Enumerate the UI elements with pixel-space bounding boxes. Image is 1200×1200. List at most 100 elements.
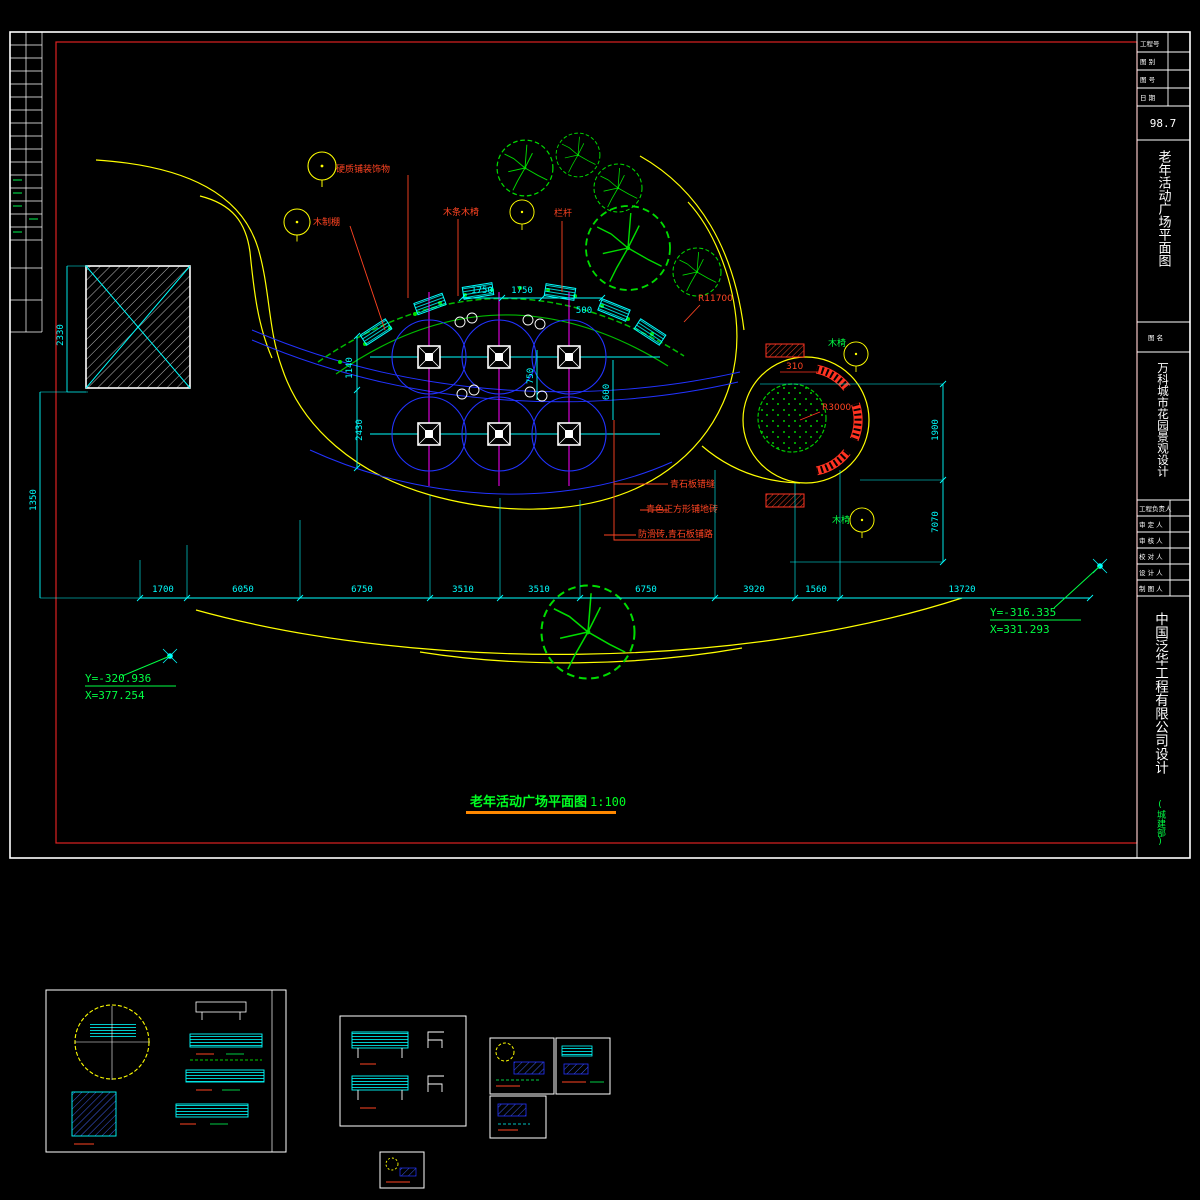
date-label: 日 期 [1140, 94, 1156, 102]
detail-sheet-6 [379, 1151, 425, 1189]
bench-red [765, 343, 805, 358]
role-row: 审 核 人 [1139, 536, 1163, 545]
column [417, 422, 441, 446]
dim-value: 6750 [635, 585, 657, 595]
label-wood-shed: 木制棚 [313, 216, 340, 228]
column [557, 422, 581, 446]
coordinate-callouts: Y=-320.936 X=377.254 Y=-316.335 X=331.29… [85, 558, 1108, 702]
dim-value: 1750 [471, 286, 493, 296]
coord-right-y: Y=-316.335 [990, 606, 1056, 619]
company-dept: (城建部) [1155, 800, 1166, 847]
tree-icon [555, 132, 601, 178]
caption-title: 老年活动广场平面图 [469, 794, 587, 810]
dim-value: 500 [576, 306, 592, 316]
label-paving: 硬质铺装饰物 [336, 163, 390, 175]
coord-left-y: Y=-320.936 [85, 672, 151, 685]
pergola [317, 282, 685, 375]
dim-value: 3920 [743, 585, 765, 595]
role-row: 审 定 人 [1139, 520, 1163, 529]
detail-sheet-3 [489, 1037, 555, 1095]
date-value: 98.7 [1150, 117, 1177, 130]
bench [359, 318, 393, 346]
label-radius-small: R3000 [822, 403, 851, 413]
bench-side-view [427, 1075, 444, 1092]
detail-sheet-5 [489, 1095, 547, 1139]
dim-value: 2330 [56, 324, 66, 346]
dim-value: 600 [602, 384, 612, 400]
column [417, 345, 441, 369]
dim-value: 1750 [511, 286, 533, 296]
dim-value: 7070 [931, 511, 941, 533]
tree-icon [585, 205, 671, 291]
dim-value: 1140 [345, 357, 355, 379]
coord-left: Y=-320.936 X=377.254 [85, 648, 178, 702]
circular-plaza [757, 343, 863, 508]
detail-bench-hatch [189, 1033, 263, 1048]
coord-left-x: X=377.254 [85, 689, 145, 702]
dim-value: 750 [526, 368, 536, 384]
label-railing: 栏杆 [554, 207, 572, 219]
small-tree-icon [849, 507, 875, 539]
label-bench-top: 木椅 [828, 337, 846, 349]
tree-icon [672, 247, 722, 297]
bench [413, 292, 447, 316]
tiny-text-marks [13, 179, 38, 233]
plan-caption: 老年活动广场平面图 1:100 [466, 794, 626, 814]
dim-value: 2430 [355, 419, 365, 441]
detail-bench-hatch [185, 1069, 265, 1083]
coord-right: Y=-316.335 X=331.293 [990, 558, 1108, 636]
dim-value: 1700 [152, 585, 174, 595]
bench-side-view [427, 1031, 444, 1048]
column [487, 422, 511, 446]
label-wood-bench: 木条木椅 [443, 206, 479, 218]
dim-value: 1900 [931, 419, 941, 441]
dimensions: 1700 6050 6750 3510 3510 6750 3920 1560 … [29, 265, 1094, 602]
drawing-name: 老年活动广场平面图 [1156, 150, 1172, 267]
detail-bench-hatch [175, 1103, 249, 1118]
coord-right-x: X=331.293 [990, 623, 1050, 636]
bench-red [765, 493, 805, 508]
title-block: 工程号 图 别 图 号 日 期 98.7 老年活动广场平面图 图 名 万科城市花… [1136, 32, 1190, 858]
tree-icon [593, 163, 643, 213]
tree-canopies [391, 319, 607, 472]
label-bench-bottom: 木椅 [832, 514, 850, 526]
role-row: 工程负责人 [1139, 504, 1172, 513]
small-tree-icon [509, 199, 535, 231]
label-note3: 防滑砖,青石板铺路 [638, 528, 713, 540]
detail-sheet-2 [339, 1015, 467, 1127]
name-label: 图 名 [1148, 333, 1163, 342]
dim-value: 3510 [528, 585, 550, 595]
annotations: 硬质铺装饰物 木制棚 木条木椅 栏杆 R11700 木椅 310 R3000 木… [313, 163, 851, 540]
bench [597, 298, 631, 322]
column [557, 345, 581, 369]
role-row: 制 图 人 [1139, 584, 1163, 593]
column [487, 345, 511, 369]
detail-bench-top [195, 1001, 247, 1013]
tree-icon [496, 139, 554, 197]
bench-elevation [351, 1031, 409, 1049]
detail-sheet-4 [555, 1037, 611, 1095]
detail-paving-square [71, 1091, 117, 1137]
project-no-label: 工程号 [1140, 39, 1160, 48]
detail-sheet-1 [45, 989, 287, 1153]
curved-seats [815, 364, 863, 476]
revision-table [10, 32, 43, 333]
canopy-lines [251, 329, 741, 495]
role-row: 校 对 人 [1139, 552, 1163, 561]
label-radius-large: R11700 [698, 294, 733, 304]
label-310: 310 [786, 362, 803, 372]
annotation-leaders [349, 175, 701, 541]
column-grid [370, 292, 660, 486]
dim-value: 1350 [29, 489, 39, 511]
role-row: 设 计 人 [1139, 568, 1163, 577]
site-plan: 硬质铺装饰物 木制棚 木条木椅 栏杆 R11700 木椅 310 R3000 木… [29, 132, 1108, 814]
dim-value: 3510 [452, 585, 474, 595]
small-tree-icon [843, 341, 869, 373]
dim-value: 6050 [232, 585, 254, 595]
bench-elevation [351, 1075, 409, 1091]
company-name: 中国泛华工程有限公司设计 [1152, 612, 1169, 775]
tree-icon [540, 584, 636, 680]
label-note2: 青色正方形铺地砖 [646, 503, 718, 515]
